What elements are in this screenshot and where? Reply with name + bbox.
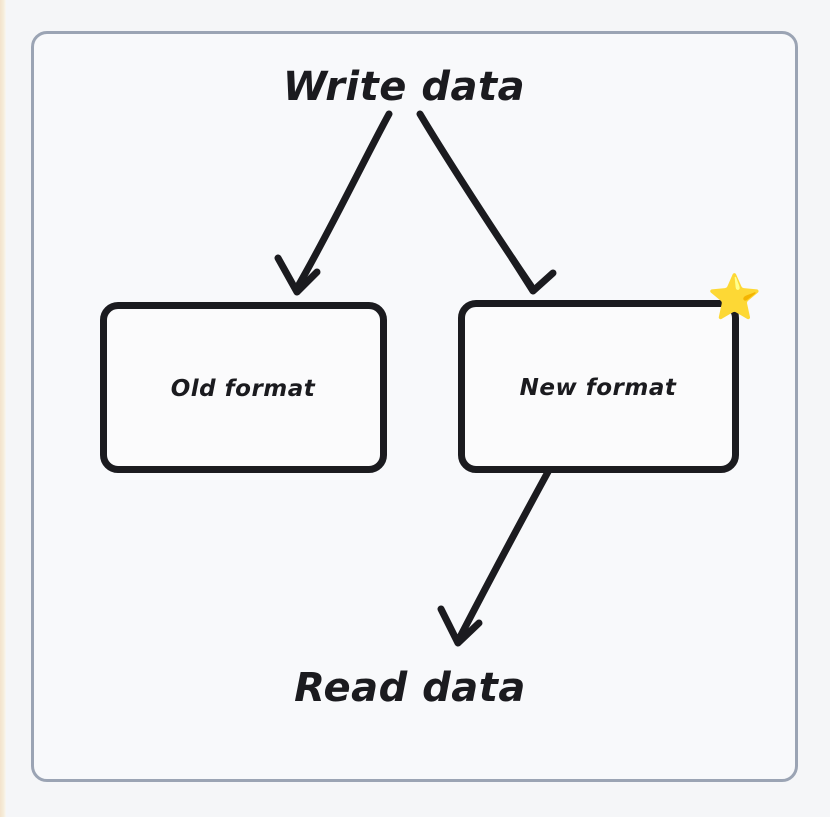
node-new-format-label: New format bbox=[519, 375, 677, 401]
star-icon: ⭐ bbox=[707, 272, 762, 323]
node-old-format[interactable] bbox=[100, 302, 387, 473]
write-data-label: Write data bbox=[282, 64, 526, 110]
node-old-format-label: Old format bbox=[170, 376, 316, 402]
page-edge-strip bbox=[0, 0, 6, 817]
node-new-format[interactable] bbox=[458, 300, 739, 473]
read-data-label: Read data bbox=[294, 665, 526, 711]
